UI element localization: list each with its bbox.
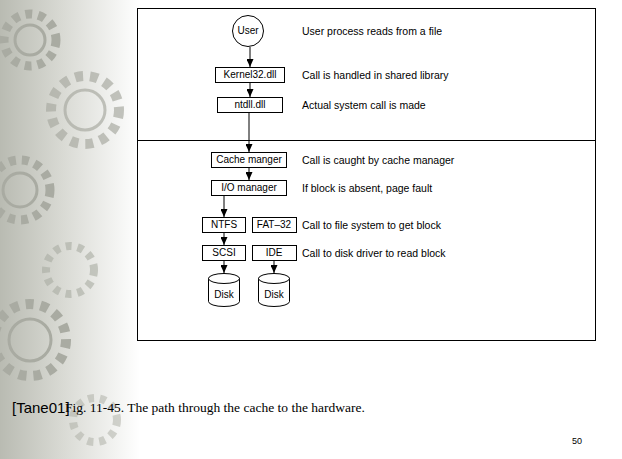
step-description: If block is absent, page fault (302, 182, 432, 195)
gear-hub (15, 25, 45, 55)
library-box: ntdll.dll (217, 97, 283, 113)
figure-frame (138, 9, 596, 341)
node-label: Kernel32.dll (224, 69, 277, 81)
call-arrow (249, 168, 250, 180)
gear (0, 304, 66, 376)
step-description: Actual system call is made (302, 99, 426, 112)
call-arrow (224, 233, 225, 245)
gear (0, 160, 50, 220)
cylinder-top (259, 274, 290, 284)
call-arrow (224, 261, 225, 273)
disk-cylinder: Disk (258, 273, 290, 307)
cylinder-top (209, 274, 240, 284)
call-arrow (250, 47, 251, 67)
gear (46, 246, 94, 294)
disk-driver-box: SCSI (202, 245, 246, 261)
node-label: Disk (264, 289, 283, 301)
gear-hub (3, 173, 37, 207)
call-arrow (249, 113, 250, 152)
node-label: ntdll.dll (234, 99, 265, 111)
citation: [Tane01] (12, 399, 70, 417)
node-label: Cache manger (216, 154, 282, 166)
gear-decoration (0, 14, 119, 442)
disk-driver-box: IDE (252, 245, 297, 261)
node-label: SCSI (212, 247, 235, 259)
gear-hub (9, 319, 51, 361)
kernel-component-box: Cache manger (211, 152, 287, 168)
step-description: Call to disk driver to read block (302, 247, 446, 260)
decorative-strip (0, 0, 140, 459)
file-system-box: FAT–32 (252, 217, 297, 233)
user-kernel-divider (138, 140, 596, 141)
circle-outline (233, 16, 264, 47)
node-label: FAT–32 (257, 219, 291, 231)
file-system-box: NTFS (202, 217, 246, 233)
node-label: IDE (266, 247, 283, 259)
call-arrow (250, 83, 251, 97)
gear (4, 14, 56, 66)
node-label: Disk (214, 289, 233, 301)
user-circle: User (232, 15, 264, 47)
step-description: Call is handled in shared library (302, 69, 449, 82)
disk-cylinder: Disk (208, 273, 240, 307)
gear (51, 76, 119, 144)
call-arrow (274, 261, 275, 273)
gear-hub (65, 90, 105, 130)
library-box: Kernel32.dll (215, 67, 285, 83)
step-description: Call to file system to get block (302, 219, 441, 232)
kernel-component-box: I/O manager (211, 180, 287, 196)
node-label: NTFS (211, 219, 237, 231)
step-description: User process reads from a file (302, 25, 442, 38)
call-arrow (224, 196, 225, 217)
node-label: User (237, 25, 258, 37)
figure-caption: Fig. 11-45. The path through the cache t… (65, 400, 365, 416)
step-description: Call is caught by cache manager (302, 154, 454, 167)
node-label: I/O manager (221, 182, 277, 194)
page-number: 50 (572, 436, 582, 447)
